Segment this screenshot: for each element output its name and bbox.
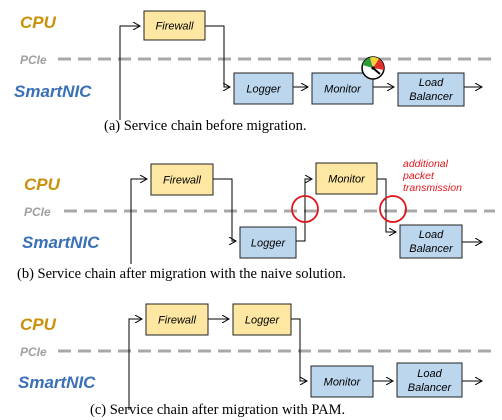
cpu-label: CPU [20, 315, 57, 334]
caption-a: (a) Service chain before migration. [104, 118, 307, 134]
load-balancer-box: Load Balancer [396, 362, 463, 398]
arrow-firewall-logger [213, 178, 236, 241]
cpu-label: CPU [20, 13, 57, 32]
firewall-label: Firewall [158, 315, 196, 327]
cpu-label: CPU [24, 175, 61, 194]
firewall-label: Firewall [156, 21, 194, 33]
logger-label: Logger [245, 315, 281, 327]
arrow-monitor-lb [377, 178, 396, 232]
load-balancer-box: Load Balancer [397, 72, 465, 107]
logger-box: Logger [233, 72, 294, 105]
load-balancer-label-line2: Balancer [408, 382, 453, 394]
monitor-label: Monitor [324, 377, 362, 389]
panel-a: CPU PCIe SmartNIC Firewall Logger Monito… [14, 10, 495, 134]
arrow-logger-monitor [296, 179, 312, 242]
pcie-crossing-marker [291, 195, 319, 223]
load-balancer-label-line2: Balancer [409, 91, 454, 103]
firewall-box: Firewall [145, 303, 209, 336]
logger-label: Logger [251, 238, 287, 250]
logger-box: Logger [232, 303, 292, 336]
monitor-label: Monitor [328, 174, 366, 186]
firewall-box: Firewall [143, 10, 206, 41]
monitor-box: Monitor [311, 72, 374, 105]
firewall-label: Firewall [163, 175, 201, 187]
monitor-box: Monitor [315, 162, 378, 195]
smartnic-label: SmartNIC [18, 373, 96, 392]
input-arrow [119, 26, 140, 120]
pcie-label: PCIe [20, 53, 47, 67]
logger-box: Logger [239, 226, 297, 259]
pcie-label: PCIe [24, 205, 51, 219]
caption-c: (c) Service chain after migration with P… [90, 402, 345, 418]
caption-b: (b) Service chain after migration with t… [17, 266, 346, 282]
load-balancer-box: Load Balancer [399, 224, 463, 259]
pcie-label: PCIe [20, 345, 47, 359]
panel-c: CPU PCIe SmartNIC Firewall Logger Monito… [18, 303, 495, 418]
monitor-box: Monitor [310, 365, 374, 398]
smartnic-label: SmartNIC [22, 233, 100, 252]
load-balancer-label-line1: Load [419, 229, 444, 241]
annotation-line1: additional [403, 158, 449, 170]
annotation-line2: packet [402, 170, 435, 182]
pcie-crossing-marker [379, 195, 407, 223]
gauge-icon [361, 56, 385, 80]
load-balancer-label-line1: Load [417, 368, 442, 380]
load-balancer-label-line1: Load [419, 77, 444, 89]
annotation-line3: transmission [403, 182, 462, 194]
firewall-box: Firewall [150, 163, 214, 196]
smartnic-label: SmartNIC [14, 82, 92, 101]
logger-label: Logger [246, 84, 282, 96]
input-arrow [130, 179, 147, 264]
input-arrow [128, 319, 142, 410]
panel-b: CPU PCIe SmartNIC Firewall Logger Monito… [17, 158, 495, 282]
load-balancer-label-line2: Balancer [409, 243, 454, 255]
arrow-firewall-logger [205, 25, 230, 87]
arrow-logger-monitor [291, 318, 307, 381]
monitor-label: Monitor [324, 84, 362, 96]
